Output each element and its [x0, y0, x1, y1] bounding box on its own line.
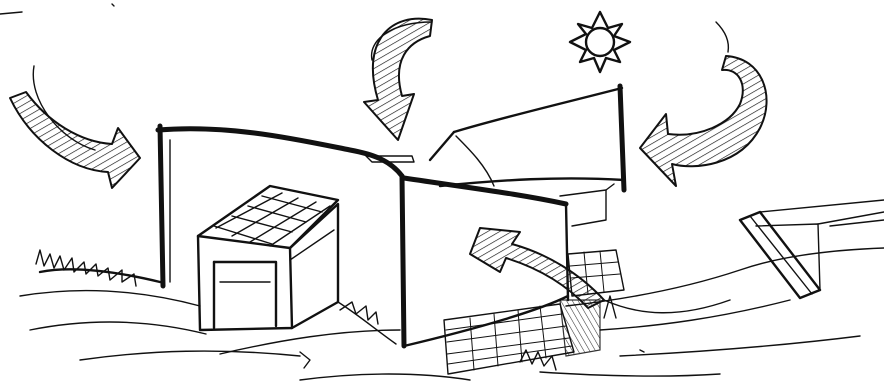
dot-mark [112, 4, 114, 6]
wind-arrow-right-icon [640, 22, 767, 186]
dot-mark [640, 350, 644, 352]
air-inflow-arrow-icon [470, 228, 730, 313]
central-corner-post [402, 176, 404, 346]
wind-arrow-top-icon [364, 19, 432, 140]
wind-arrow-left-icon [10, 66, 140, 188]
sun-icon [570, 12, 630, 72]
left-wall-edge [160, 126, 163, 286]
landscape [20, 248, 884, 380]
stray-stroke [0, 12, 22, 14]
solar-pavilion [198, 186, 338, 330]
